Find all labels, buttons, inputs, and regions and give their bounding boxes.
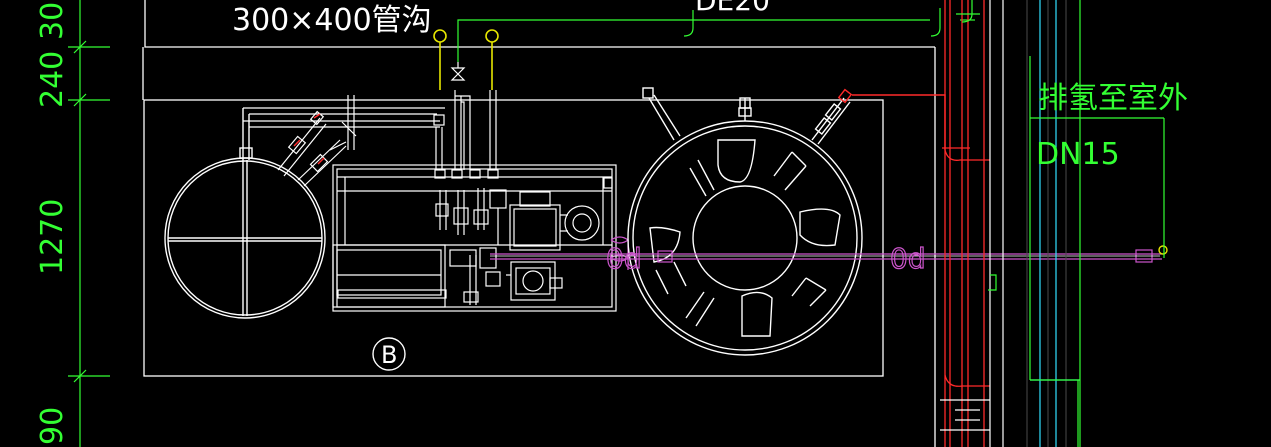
dim-1270: 1270 xyxy=(35,199,70,275)
vent-terminals xyxy=(433,29,499,90)
red-pipes xyxy=(942,0,990,447)
dim-240: 240 xyxy=(35,51,70,108)
equipment-tag: B xyxy=(381,341,397,369)
trench-label: 300×400管沟 xyxy=(232,3,432,38)
vent-label: 排氢至室外 xyxy=(1038,81,1188,116)
equipment-tag-circle xyxy=(372,337,406,371)
grid-lines xyxy=(1026,0,1067,447)
top-valve xyxy=(450,62,466,81)
wall-lines xyxy=(940,0,1004,447)
header-pipe xyxy=(243,90,497,170)
trench-outline xyxy=(142,0,936,447)
left-tank xyxy=(164,108,326,319)
pipe-marker-2: 0d xyxy=(890,242,926,275)
right-tank xyxy=(627,87,863,356)
vertical-dimension-chain xyxy=(68,0,110,447)
vent-size-label: DN15 xyxy=(1036,137,1120,172)
dim-300: 300 xyxy=(35,0,70,40)
pipe-label-top: DE20 xyxy=(695,0,770,17)
diagonal-valves-left xyxy=(277,110,347,187)
pipe-ends xyxy=(1158,245,1168,255)
equipment-base xyxy=(143,99,884,377)
red-valve-marks xyxy=(293,113,325,165)
pump-motor xyxy=(506,191,600,301)
vent-pipe-horizontal xyxy=(490,249,1162,263)
pipe-marker-1: 0d xyxy=(606,242,642,275)
green-leader-right xyxy=(956,0,1165,447)
dim-90: 90 xyxy=(35,407,70,445)
